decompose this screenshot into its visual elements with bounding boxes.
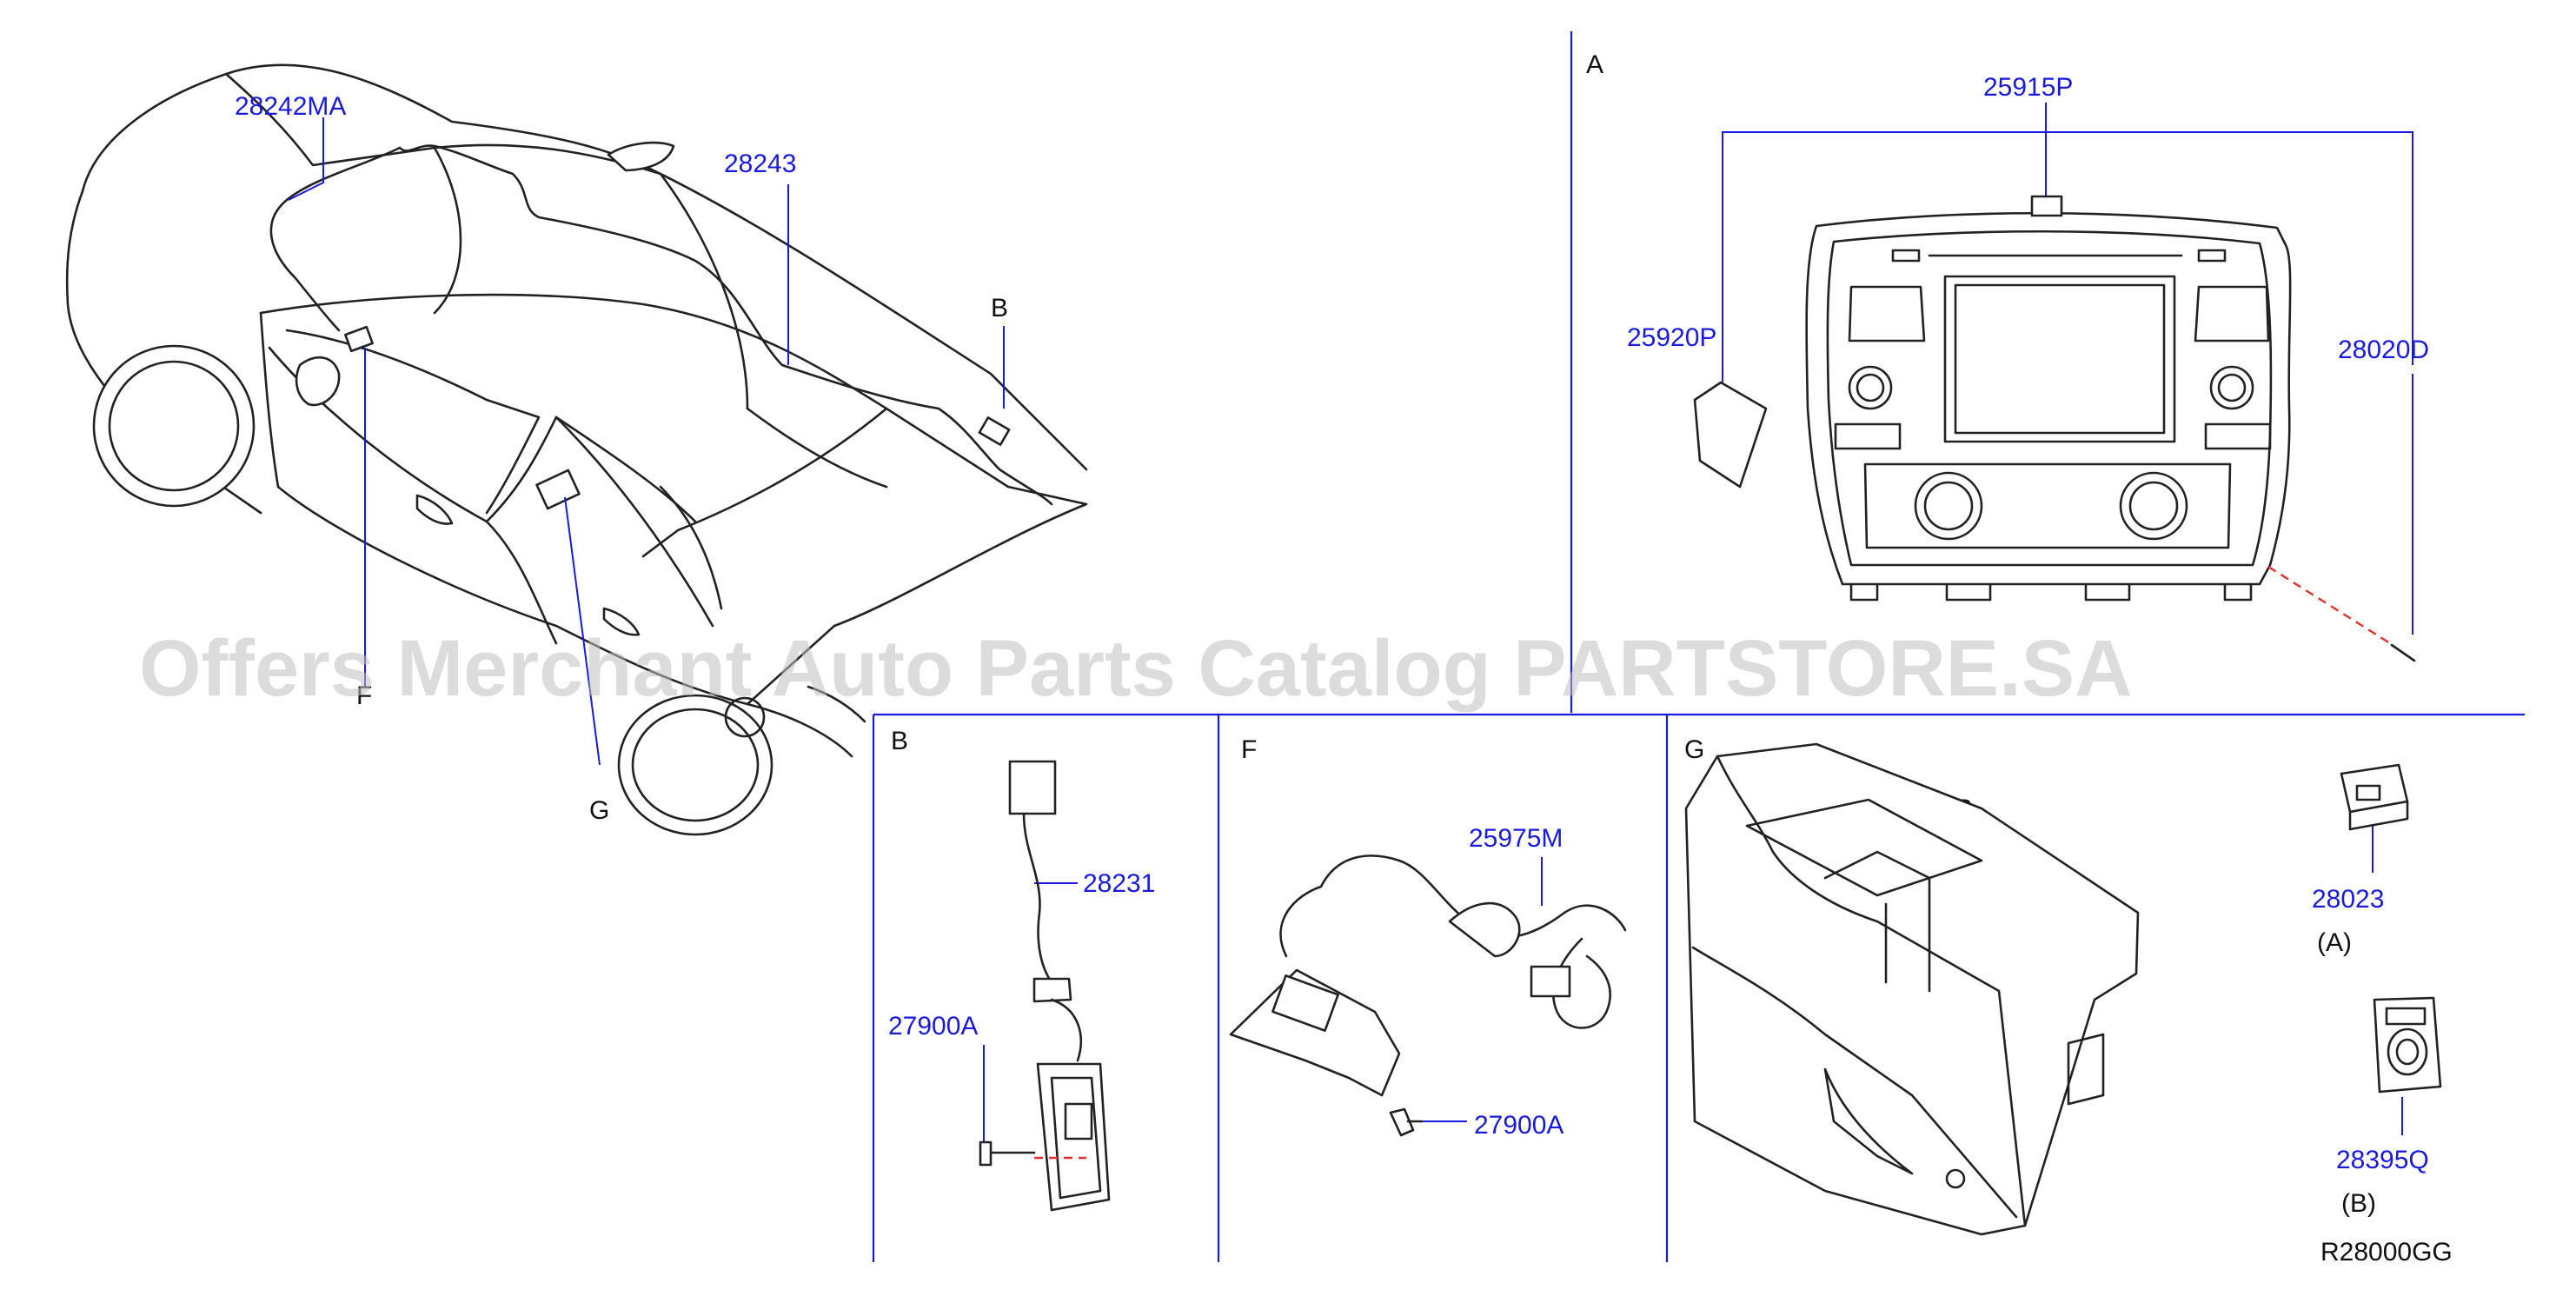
head-unit-leaders [1722,103,2413,635]
console [1684,742,2140,1236]
section-label-a: A [1586,50,1603,79]
head-unit [1693,195,2416,662]
front-wheel [92,344,256,508]
rear-wheel [617,694,773,836]
head-unit-screen [1943,275,2176,443]
car-illustration [65,63,1088,836]
b-module [979,760,1111,1212]
accessory-leaders [2372,821,2403,1135]
usb-port-28395q [2373,996,2442,1094]
callout-28395q: 28395Q [2336,1146,2429,1174]
panel-dividers [872,31,2525,1262]
section-label-g: G [1684,735,1704,764]
car-ref-b: B [991,294,1008,322]
side-mirror [295,356,341,407]
car-leaders [288,117,1005,766]
callout-27900a-b: 27900A [888,1012,978,1041]
callout-25920p: 25920P [1627,323,1716,352]
figure-code: R28000GG [2320,1238,2453,1267]
usb-port-28023 [2340,763,2409,831]
section-label-b: B [891,727,908,755]
left-knob [1848,365,1893,410]
sd-card [1693,381,1768,489]
watermark: Offers Merchant Auto Parts Catalog PARTS… [139,624,2133,713]
section-b-leaders [983,882,1078,1144]
callout-28242ma: 28242MA [235,92,346,121]
section-label-f: F [1241,735,1257,764]
callout-28020d: 28020D [2338,336,2429,364]
callout-28243: 28243 [724,150,796,178]
callout-28231: 28231 [1083,869,1155,898]
f-module [1229,854,1627,1137]
callout-28023: 28023 [2312,885,2384,914]
callout-27900a-f: 27900A [1474,1111,1564,1140]
roof-antenna-fin [607,141,675,172]
car-ref-g: G [589,796,609,825]
car-ref-f: F [356,682,372,710]
note-b: (B) [2341,1189,2376,1218]
section-f-leaders [1422,857,1543,1122]
note-a: (A) [2317,928,2352,957]
callout-25915p: 25915P [1983,73,2073,102]
right-knob [2209,365,2254,410]
callout-25975m: 25975M [1469,824,1563,853]
